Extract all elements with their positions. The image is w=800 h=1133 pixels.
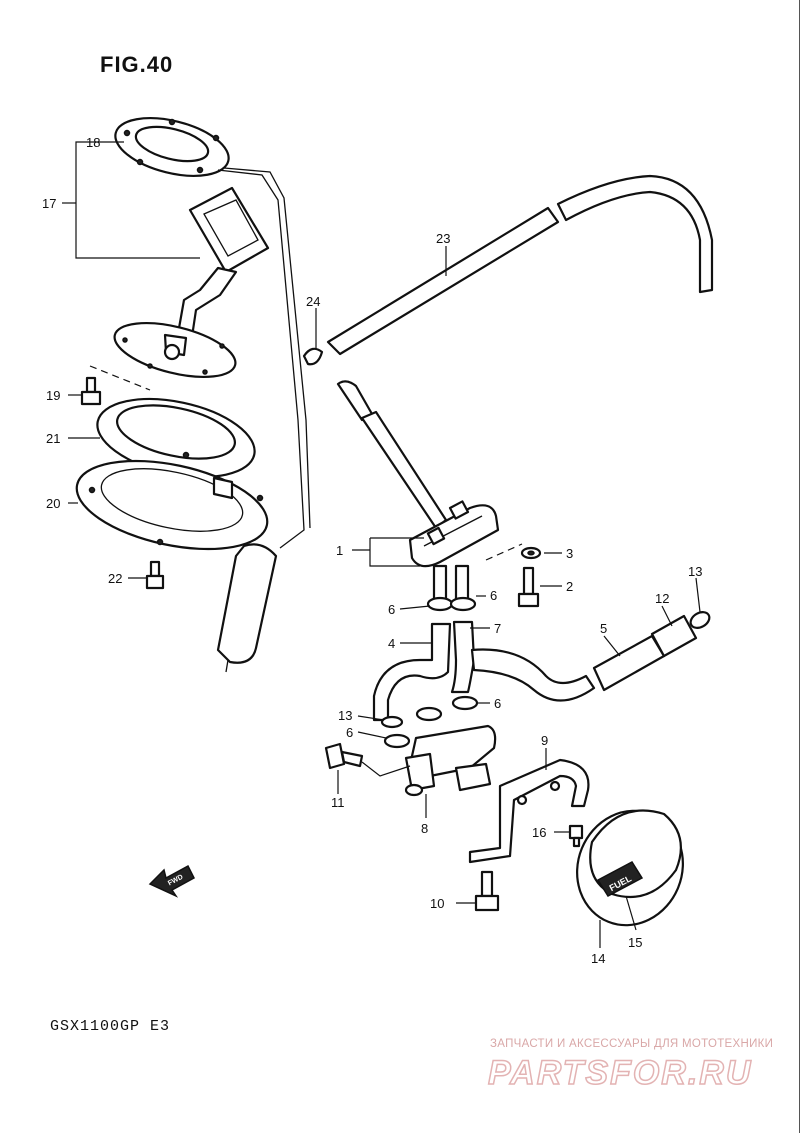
watermark-logo-text: PARTSFOR.RU — [488, 1054, 752, 1092]
part-12-hose — [650, 614, 698, 658]
part-13-clamp-left — [380, 715, 404, 729]
callout-6-lower-left: 6 — [346, 725, 353, 740]
part-6-clamps-lower — [383, 695, 479, 749]
callout-5: 5 — [600, 621, 607, 636]
callout-24: 24 — [306, 294, 320, 309]
part-19-bolt — [80, 376, 102, 406]
part-11-bolt — [324, 742, 364, 770]
part-2-bolt — [517, 566, 540, 608]
figure-title: FIG.40 — [100, 52, 174, 77]
part-9-bracket — [468, 758, 590, 864]
callout-13-right: 13 — [688, 564, 702, 579]
callout-4: 4 — [388, 636, 395, 651]
callout-1: 1 — [336, 543, 343, 558]
callout-3: 3 — [566, 546, 573, 561]
callout-9: 9 — [541, 733, 548, 748]
part-8-valve — [404, 724, 497, 797]
callout-10: 10 — [430, 896, 444, 911]
part-10-bolt — [474, 870, 500, 912]
watermark-logo: PARTSFOR.RU — [487, 1053, 752, 1093]
part-23-hose — [326, 174, 714, 356]
callout-19: 19 — [46, 388, 60, 403]
part-5-hose — [592, 634, 666, 692]
callout-labels: 18 17 19 21 20 22 24 23 1 3 2 6 6 4 7 5 … — [42, 135, 702, 966]
callout-17: 17 — [42, 196, 56, 211]
part-14-fuel-cap: FUEL — [576, 809, 684, 927]
callout-6-lower-right: 6 — [494, 696, 501, 711]
callout-16: 16 — [532, 825, 546, 840]
callout-13-left: 13 — [338, 708, 352, 723]
leader-lines — [62, 141, 701, 948]
callout-21: 21 — [46, 431, 60, 446]
callout-14: 14 — [591, 951, 605, 966]
callout-6-upper-left: 6 — [388, 602, 395, 617]
callout-20: 20 — [46, 496, 60, 511]
part-3-washer — [520, 546, 542, 560]
callout-23: 23 — [436, 231, 450, 246]
part-18-gasket — [114, 117, 230, 177]
callout-15: 15 — [628, 935, 642, 950]
part-22-bolt — [145, 560, 165, 590]
part-21-gasket — [96, 397, 256, 479]
part-24-clip — [302, 347, 324, 366]
callout-18: 18 — [86, 135, 100, 150]
part-16-screw — [568, 824, 584, 848]
callout-7: 7 — [494, 621, 501, 636]
watermark-caption: ЗАПЧАСТИ И АКСЕССУАРЫ ДЛЯ МОТОТЕХНИКИ — [490, 1038, 774, 1050]
callout-6-upper-right: 6 — [490, 588, 497, 603]
callout-11: 11 — [331, 795, 345, 810]
part-7-hose — [450, 620, 596, 702]
part-13-clamp-right — [689, 611, 711, 629]
part-17-fuel-gauge — [113, 167, 311, 673]
part-4-hose — [372, 622, 452, 722]
callout-12: 12 — [655, 591, 669, 606]
part-6-clamps-upper — [426, 596, 477, 612]
callout-8: 8 — [421, 821, 428, 836]
callout-22: 22 — [108, 571, 122, 586]
part-1-fuel-cock — [336, 380, 500, 602]
part-20-plate — [75, 451, 269, 551]
callout-2: 2 — [566, 579, 573, 594]
fwd-arrow-icon: FWD — [148, 864, 195, 898]
model-code: GSX1100GP E3 — [50, 1018, 171, 1035]
